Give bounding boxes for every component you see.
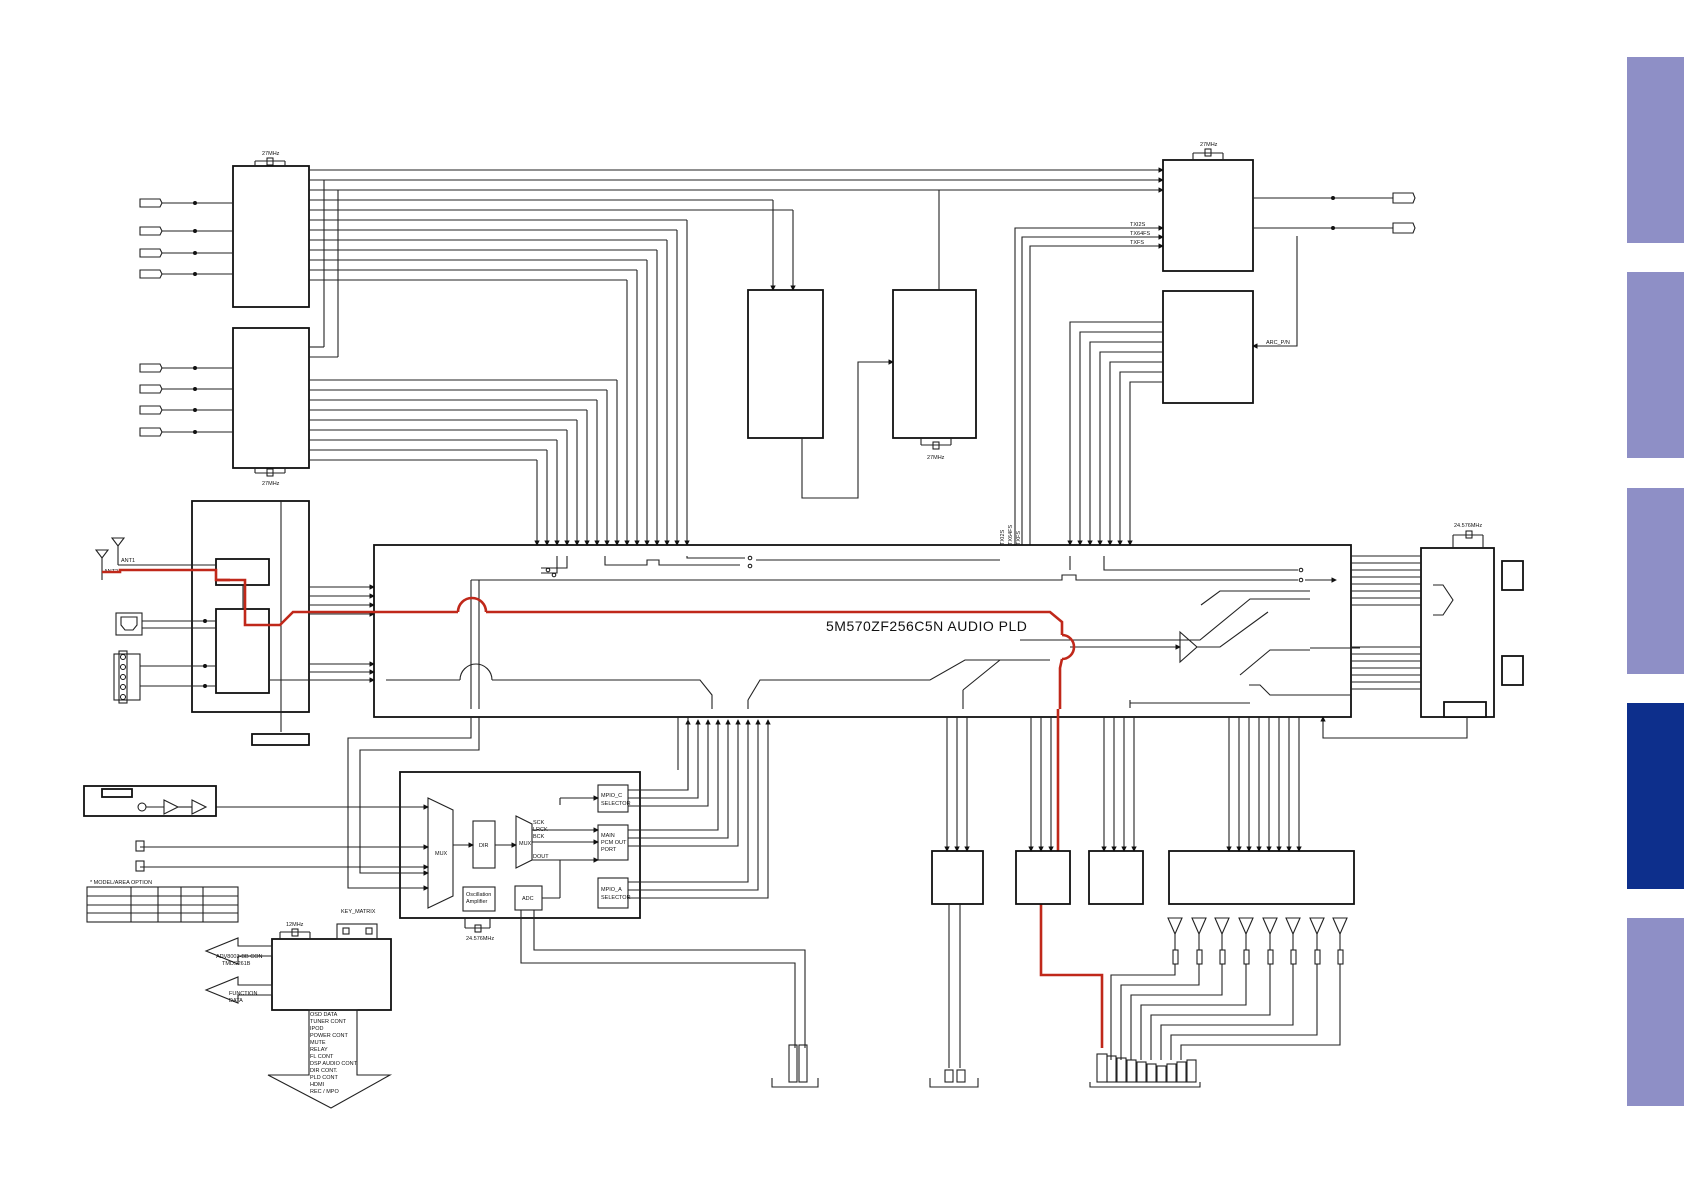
dsp-block: 24.576MHz [1320,523,1524,739]
crystal-video: 27MHz [920,438,952,461]
adc-label: ADC [522,896,534,902]
micom-down-8: DIR CONT. [310,1068,338,1074]
hdmi-bus-lines [309,167,1164,546]
side-tab-5[interactable] [1627,918,1684,1106]
main-pld: 5M570ZF256C5N AUDIO PLD TXI2S TX64FS TXF… [373,524,1360,718]
pld-to-dac-3 [1101,717,1137,852]
osc-label-1: Oscillation [466,892,491,898]
crystal-dsp-label: 24.576MHz [1454,523,1482,529]
selector-c-1: MPIO_C [601,793,622,799]
hdmi-input-switch-2: 27MHz [232,327,310,487]
clk-bck: BCK [533,834,545,840]
output-dac-blocks [771,717,1355,1088]
pld-to-dac-1 [944,717,970,852]
dout-label: DOUT [533,854,549,860]
tx-signal-1: TXI2S [1130,222,1146,228]
main-pld-label: 5M570ZF256C5N AUDIO PLD [826,618,1027,634]
model-option-table: * MODEL/AREA OPTION [86,880,239,923]
antenna-ant1: ANT1 [110,537,135,565]
micom-out-2a: FUNCTION [229,991,257,997]
tx-signal-2: TX64FS [1130,231,1151,237]
tuner-input-block: ANT1 ANT2 [94,500,375,746]
micom-down-2: IPOD [310,1026,323,1032]
micom-out-2b: DATA [229,998,243,1004]
side-tab-2[interactable] [1627,272,1684,458]
pld-signal-3: TXFS [1016,531,1022,545]
tx-signal-3: TXFS [1130,240,1144,246]
micom-down-4: MUTE [310,1040,326,1046]
pld-to-dac-2 [1028,717,1054,852]
micom-out-1a: ADV8003-BB CON [216,954,262,960]
pcm-out-2: PCM OUT [601,840,627,846]
crystal-hdmi-tx-label: 27MHz [1200,142,1218,148]
mux-out-label: MUX [519,841,532,847]
pcm-out-1: MAIN [601,833,615,839]
crystal-hdmi-tx: 27MHz [1192,142,1224,160]
dir-label: DIR [479,843,489,849]
selector-c-2: SELECTOR [601,801,631,807]
crystal-micom: 12MHz [279,922,311,939]
amp-channels [1110,917,1348,1060]
micom-out-1b: TMDS261B [222,961,251,967]
micom-down-7: DSP AUDIO CONT. [310,1061,358,1067]
video-processor-block: 27MHz [892,189,1163,461]
crystal-micom-label: 12MHz [286,922,304,928]
micom-down-0: OSD DATA [310,1012,338,1018]
antenna-ant2: ANT2 [94,549,118,580]
selector-a-1: MPIO_A [601,887,622,893]
model-option-title: * MODEL/AREA OPTION [90,880,152,886]
osc-label-2: Amplifier [466,899,488,905]
crystal-hdmi-1: 27MHz [254,151,286,166]
crystal-hdmi-1-label: 27MHz [262,151,280,157]
micom-down-1: TUNER CONT [310,1019,347,1025]
pld-signal-1: TXI2S [1000,529,1006,545]
video-receiver-block [747,289,894,499]
arc-signal-label: ARC_P/N [1266,340,1290,346]
crystal-dsp: 24.576MHz [1452,523,1484,548]
speaker-terminals [1089,1053,1201,1088]
pld-signal-2: TX64FS [1008,524,1014,545]
micom-down-3: POWER CONT [310,1033,349,1039]
side-tab-3[interactable] [1627,488,1684,674]
micom-down-6: FL CONT [310,1054,334,1060]
micom-down-10: HDMI [310,1082,325,1088]
sub-out-terminals [929,1069,979,1088]
crystal-hdmi-2: 27MHz [254,468,286,487]
dir-mux-block: MUX DIR MUX SCK LRCK BCK DOUT Oscillatio… [140,717,806,1048]
hdmi-transmitter-block: 27MHz TXI2S TX64FS TXFS [1014,142,1416,545]
selector-a-2: SELECTOR [601,895,631,901]
key-matrix-label: KEY_MATRIX [341,909,376,915]
crystal-dir: 24.576MHz [464,918,494,942]
hdmi-input-connectors [139,198,233,437]
side-tab-1[interactable] [1627,57,1684,243]
side-tab-4-active[interactable] [1627,703,1684,889]
crystal-hdmi-2-label: 27MHz [262,481,280,487]
micom-down-5: RELAY [310,1047,328,1053]
micom-down-11: REC / MPO [310,1089,339,1095]
pcm-out-3: PORT [601,847,617,853]
pre-out-terminals [771,1044,819,1088]
crystal-dir-label: 24.576MHz [466,936,494,942]
pld-to-dac-4 [1226,717,1302,852]
hdmi-input-switch-1: 27MHz [232,151,310,308]
antenna-ant1-label: ANT1 [121,558,135,564]
crystal-video-label: 27MHz [927,455,945,461]
mux-in-label: MUX [435,851,448,857]
micom-down-9: PLD CONT [310,1075,338,1081]
analog-input-strip [83,785,217,872]
clk-sck: SCK [533,820,545,826]
arc-block: ARC_P/N [1067,236,1298,546]
micom-block: 12MHz KEY_MATRIX ADV8003-BB CON TMDS261B… [204,909,393,1109]
